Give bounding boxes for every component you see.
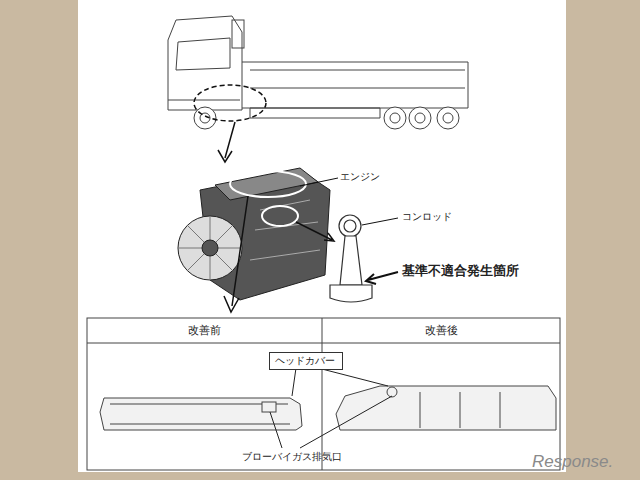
watermark: Response. (532, 452, 613, 472)
defect-label: 基準不適合発生箇所 (402, 263, 519, 279)
part-label: コンロッド (402, 211, 452, 223)
part-label: エンジン (340, 171, 380, 183)
box-text: ヘッドカバー (275, 355, 337, 367)
table-header: 改善後 (425, 324, 458, 337)
part-label: ブローバイガス排気口 (242, 451, 342, 463)
label-box: ヘッドカバー (269, 352, 343, 370)
table-header: 改善前 (188, 324, 221, 337)
